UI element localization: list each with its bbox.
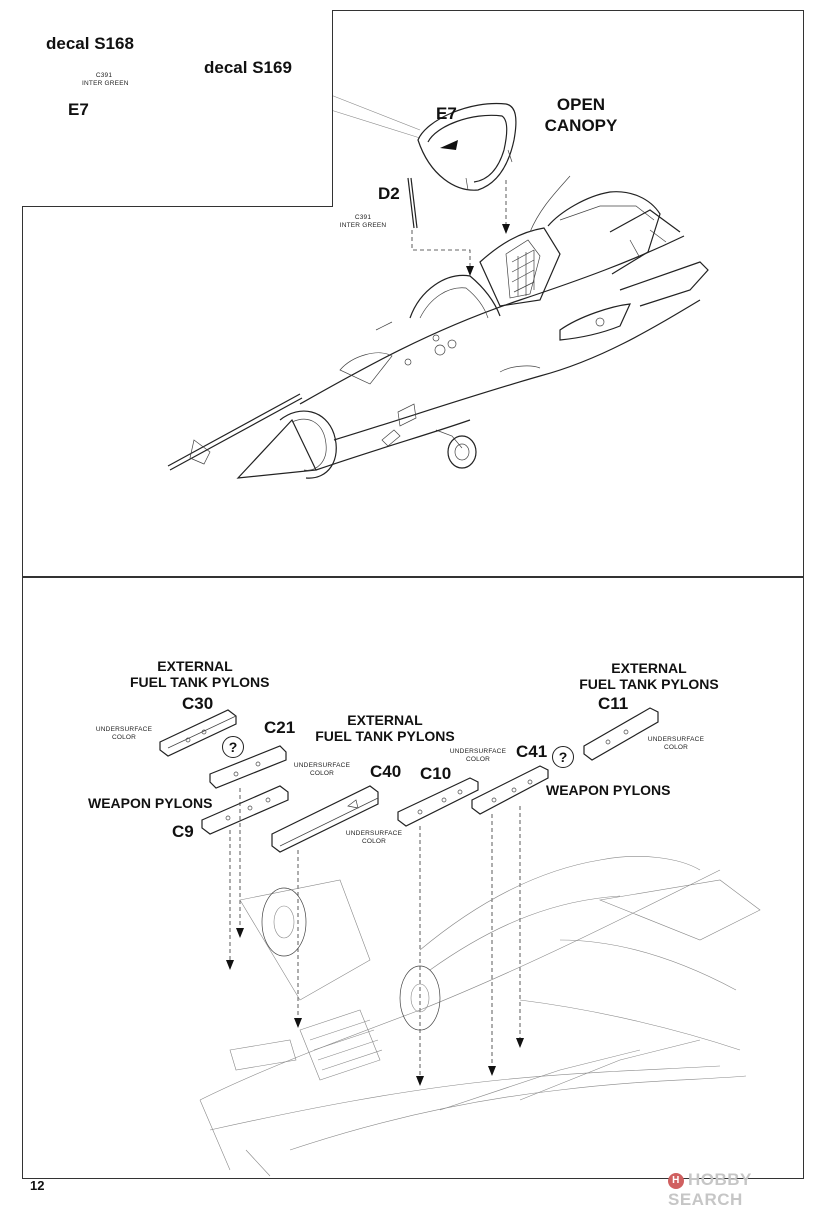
canopy-part-e7-label: E7 [436, 104, 457, 123]
strut-color-note: C391 INTER GREEN [338, 214, 388, 230]
pylon-c10-drawing [397, 777, 479, 827]
pylon-c40-drawing [271, 785, 379, 853]
undersurface-line2: COLOR [465, 756, 491, 763]
part-c11-label: C11 [598, 694, 629, 713]
pylon-guide-lines [226, 788, 524, 1086]
fuselage-nose-drawing [167, 175, 709, 479]
part-c10-label: C10 [420, 764, 452, 783]
undersurface-line1: UNDERSURFACE [647, 736, 705, 743]
undersurface-line2: COLOR [309, 770, 335, 777]
undersurface-line1: UNDERSURFACE [345, 830, 403, 837]
strut-color-code: C391 [354, 214, 372, 221]
part-c21-label: C21 [264, 718, 296, 737]
undersurface-line1: UNDERSURFACE [449, 748, 507, 755]
part-c9-label: C9 [172, 822, 194, 841]
part-c30-label: C30 [182, 694, 214, 713]
undersurface-note-c21: UNDERSURFACE COLOR [290, 762, 354, 778]
center-tank-pylons-line2: FUEL TANK PYLONS [315, 728, 455, 744]
pylon-c11-drawing [583, 707, 659, 761]
undersurface-note-c41: UNDERSURFACE COLOR [446, 748, 510, 764]
undersurface-line2: COLOR [361, 838, 387, 845]
undersurface-line1: UNDERSURFACE [95, 726, 153, 733]
undersurface-note-c11: UNDERSURFACE COLOR [644, 736, 708, 752]
undersurface-line1: UNDERSURFACE [293, 762, 351, 769]
undersurface-line2: COLOR [663, 744, 689, 751]
right-tank-pylons-heading: EXTERNAL FUEL TANK PYLONS [574, 660, 724, 692]
decal-s168-label: decal S168 [46, 34, 134, 53]
canopy-decal-inset [22, 10, 333, 207]
inset-leader-line [317, 105, 421, 139]
open-canopy-note: OPEN CANOPY [540, 94, 622, 136]
right-tank-pylons-line1: EXTERNAL [611, 660, 687, 676]
right-tank-pylons-line2: FUEL TANK PYLONS [579, 676, 719, 692]
pylon-c9-drawing [201, 785, 289, 835]
unknown-part-query-icon: ? [222, 736, 244, 758]
pylon-c21-drawing [209, 745, 287, 789]
inset-part-e7-label: E7 [68, 100, 89, 119]
strut-part-d2-label: D2 [378, 184, 400, 203]
center-tank-pylons-heading: EXTERNAL FUEL TANK PYLONS [310, 712, 460, 744]
undersurface-note-c40: UNDERSURFACE COLOR [342, 830, 406, 846]
page-number: 12 [30, 1178, 45, 1193]
left-tank-pylons-line2: FUEL TANK PYLONS [130, 674, 270, 690]
strut-guide-line [411, 230, 471, 268]
open-canopy-line2: CANOPY [544, 116, 618, 135]
unknown-part-query-icon: ? [552, 746, 574, 768]
center-tank-pylons-line1: EXTERNAL [347, 712, 423, 728]
open-canopy-line1: OPEN [556, 95, 606, 114]
step-panel-pylons [22, 577, 804, 1179]
left-tank-pylons-heading: EXTERNAL FUEL TANK PYLONS [130, 658, 270, 690]
pylon-c41-drawing [471, 765, 549, 815]
inset-leader-line [317, 89, 421, 131]
aircraft-underside-drawing [199, 856, 761, 1177]
canopy-strut-drawing [407, 177, 418, 229]
inset-color-code: C391 [95, 72, 113, 79]
hobby-search-logo-icon: H [668, 1172, 684, 1189]
weapon-pylons-left-heading: WEAPON PYLONS [88, 795, 213, 811]
part-c40-label: C40 [370, 762, 402, 781]
weapon-pylons-right-heading: WEAPON PYLONS [546, 782, 671, 798]
undersurface-line2: COLOR [111, 734, 137, 741]
canopy-part-drawing [417, 102, 517, 191]
decal-s169-label: decal S169 [204, 58, 292, 77]
strut-color-name: INTER GREEN [339, 222, 387, 229]
inset-color-note: C391 INTER GREEN [82, 72, 129, 88]
left-tank-pylons-line1: EXTERNAL [157, 658, 233, 674]
inset-color-name: INTER GREEN [82, 80, 129, 87]
part-c41-label: C41 [516, 742, 548, 761]
undersurface-note-c30: UNDERSURFACE COLOR [92, 726, 156, 742]
pylon-c30-drawing [159, 709, 237, 757]
